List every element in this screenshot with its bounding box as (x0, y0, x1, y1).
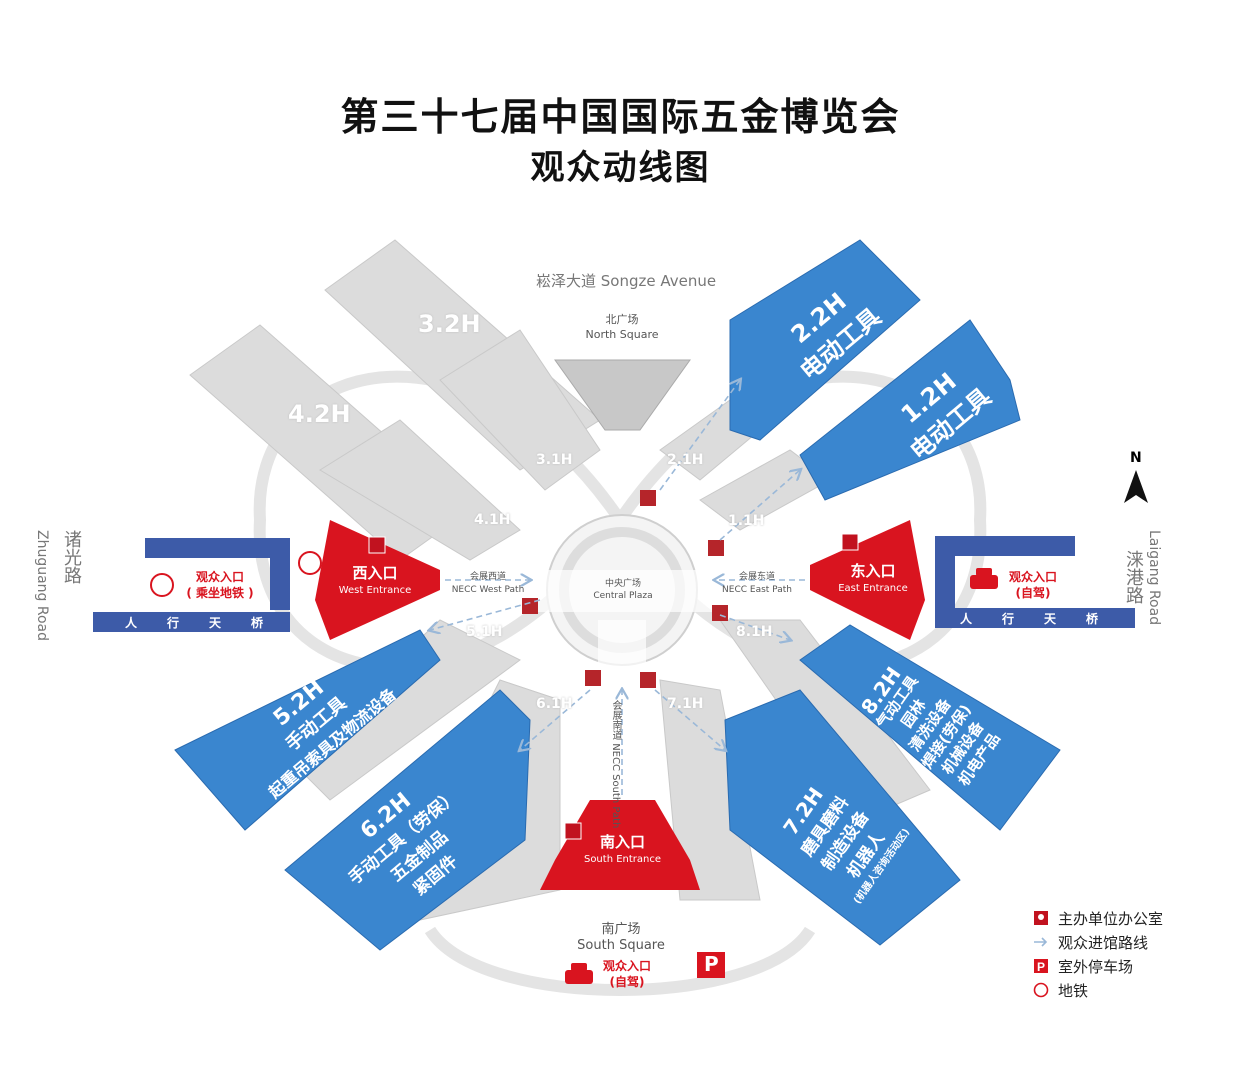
metro-icon (1032, 981, 1050, 999)
visitor-entrance-metro: 观众入口( 乘坐地铁 ) (186, 570, 254, 600)
metro-icon (150, 551, 322, 597)
east-road-zh: 涞港路 (1123, 550, 1144, 604)
north-square-building (554, 359, 691, 431)
south-loop (424, 926, 816, 996)
office-markers (368, 490, 859, 840)
hall-3-1-label: 3.1H (536, 452, 573, 468)
parking-icon (697, 952, 725, 978)
svg-text:P: P (1037, 960, 1045, 974)
south-path-label: 会展南道 NECC South Path (610, 700, 621, 829)
route-arrow-icon (1032, 933, 1050, 951)
legend-item-route: 观众进馆路线 (1032, 930, 1163, 954)
visitor-routes (430, 380, 805, 795)
taxi-icon (565, 568, 998, 984)
blue-halls (174, 239, 1061, 951)
visitor-entrance-east-car: 观众入口(自驾) (1008, 570, 1057, 600)
page-title: 第三十七届中国国际五金博览会 (340, 94, 901, 139)
hall-8-1-label: 8.1H (736, 624, 773, 640)
legend-item-metro: 地铁 (1032, 978, 1163, 1002)
hall-4-1-label: 4.1H (474, 512, 511, 528)
hall-2-1-label: 2.1H (667, 452, 704, 468)
east-bridge-label: 人行天桥 (960, 612, 1129, 626)
north-road-label: 崧泽大道 Songze Avenue (536, 272, 717, 290)
west-road-zh: 诸光路 (61, 530, 82, 584)
west-bridge-label: 人行天桥 (125, 616, 294, 630)
parking-glyph: P (704, 952, 719, 976)
compass-arrow-icon (1124, 470, 1148, 503)
hall-6-1-label: 6.1H (536, 696, 573, 712)
page-subtitle: 观众动线图 (530, 148, 711, 188)
office-icon (1032, 909, 1050, 927)
legend-item-office: 主办单位办公室 (1032, 906, 1163, 930)
parking-icon: P (1032, 957, 1050, 975)
hall-3-2-label: 3.2H (418, 310, 481, 338)
legend: 主办单位办公室 观众进馆路线 P 室外停车场 地铁 (1032, 906, 1163, 1002)
hall-4-2-label: 4.2H (288, 400, 351, 428)
hall-1-1-label: 1.1H (728, 513, 765, 529)
east-road-en: Laigang Road (1146, 530, 1162, 626)
hall-5-1-label: 5.1H (466, 624, 503, 640)
pedestrian-bridges (93, 536, 1135, 632)
compass-label: N (1130, 450, 1142, 466)
west-road-en: Zhuguang Road (34, 530, 50, 642)
hall-7-1-label: 7.1H (667, 696, 704, 712)
visitor-entrance-south-car: 观众入口(自驾) (602, 959, 651, 989)
legend-item-parking: P 室外停车场 (1032, 954, 1163, 978)
grey-halls-northwest (189, 239, 601, 561)
